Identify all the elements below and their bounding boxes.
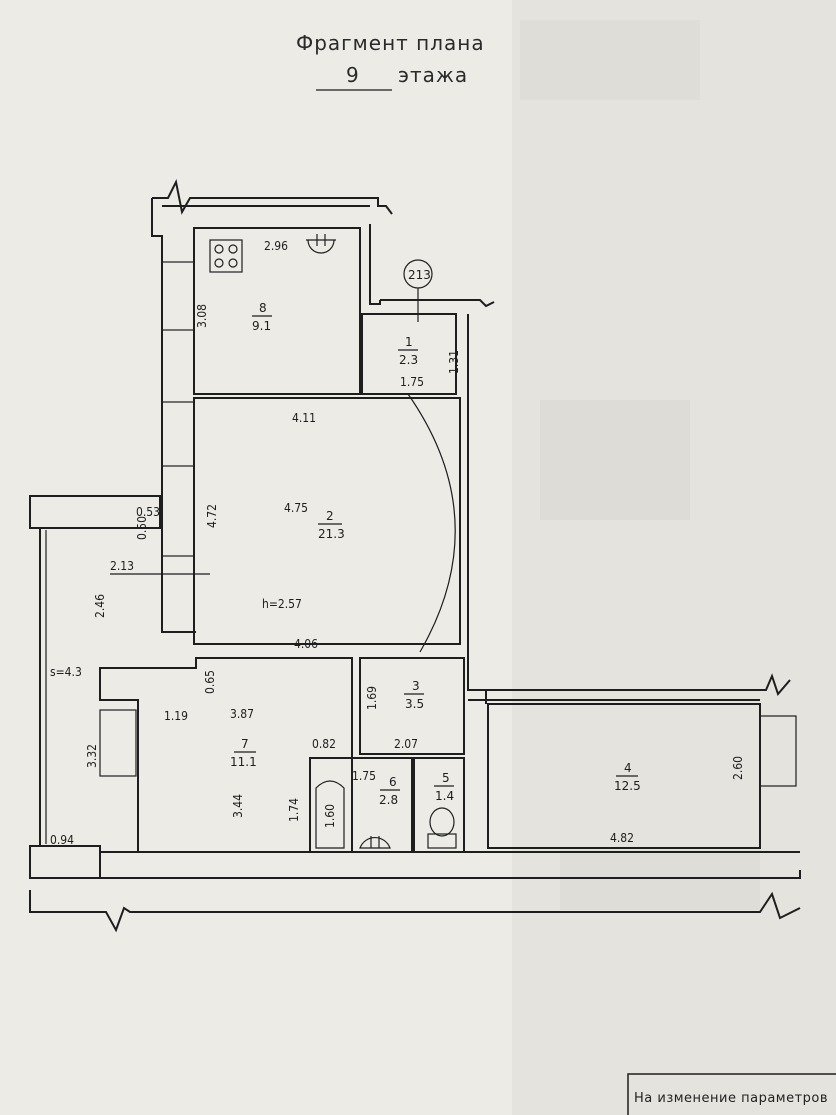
sink-icon <box>306 234 336 254</box>
room-number: 8 <box>259 301 267 315</box>
room-number: 4 <box>624 761 632 775</box>
dim-4-06: 4.06 <box>294 637 318 651</box>
dim-3-87: 3.87 <box>230 707 254 721</box>
room-area: 11.1 <box>230 755 257 769</box>
dim-1-75-top: 1.75 <box>400 375 424 389</box>
dim-1-19: 1.19 <box>164 709 188 723</box>
dim-1-69: 1.69 <box>365 686 379 710</box>
section-marker <box>403 259 433 322</box>
room-area: 3.5 <box>405 697 424 711</box>
dim-2-46: 2.46 <box>93 594 107 618</box>
room-number: 2 <box>326 509 334 523</box>
room-area: 12.5 <box>614 779 641 793</box>
dim-1-75-bottom: 1.75 <box>352 769 376 783</box>
balcony-area: s=4.3 <box>50 665 82 679</box>
dim-1-31: 1.31 <box>447 350 461 374</box>
floor-word: этажа <box>398 63 468 87</box>
room-number: 6 <box>389 775 397 789</box>
bathtub-icon <box>315 780 345 849</box>
dim-4-11: 4.11 <box>292 411 316 425</box>
section-marker-label: 213 <box>408 268 431 282</box>
dim-3-32: 3.32 <box>85 744 99 768</box>
room-4-label: 4 12.5 <box>614 761 641 793</box>
room-area: 9.1 <box>252 319 271 333</box>
dim-0-94: 0.94 <box>50 833 74 847</box>
dim-1-74: 1.74 <box>287 798 301 822</box>
room-2-label: 2 21.3 <box>318 509 345 541</box>
dim-4-82: 4.82 <box>610 831 634 845</box>
door-arc <box>407 393 456 653</box>
stamp-box: На изменение параметров <box>627 1073 836 1115</box>
dim-0-82: 0.82 <box>312 737 336 751</box>
room-area: 21.3 <box>318 527 345 541</box>
dimensions: 2.96 3.08 1.31 1.75 4.11 4.72 4.75 0.53 … <box>50 239 745 847</box>
room-1-label: 1 2.3 <box>398 335 418 367</box>
room-3-label: 3 3.5 <box>404 679 424 711</box>
room-number: 7 <box>241 737 249 751</box>
room-number: 1 <box>405 335 413 349</box>
stamp-text: На изменение параметров <box>634 1091 828 1106</box>
ceiling-height: h=2.57 <box>262 597 302 611</box>
scan-noise-strip <box>512 0 836 1115</box>
room-8-label: 8 9.1 <box>252 301 272 333</box>
room-area: 1.4 <box>435 789 454 803</box>
dim-4-72: 4.72 <box>205 504 219 528</box>
room-7-label: 7 11.1 <box>230 737 257 769</box>
room-5-label: 5 1.4 <box>434 771 454 803</box>
washbasin-icon <box>359 836 391 849</box>
dim-2-96: 2.96 <box>264 239 288 253</box>
walls <box>29 178 801 933</box>
dim-3-08: 3.08 <box>195 304 209 328</box>
dim-0-50: 0.50 <box>135 516 149 540</box>
floor-number: 9 <box>346 63 360 87</box>
dim-0-65: 0.65 <box>203 670 217 694</box>
dim-4-75: 4.75 <box>284 501 308 515</box>
dim-0-53: 0.53 <box>136 505 160 519</box>
toilet-icon <box>427 807 457 849</box>
dim-2-60: 2.60 <box>731 756 745 780</box>
plan-title: Фрагмент плана <box>296 31 485 55</box>
dim-2-13: 2.13 <box>110 559 134 573</box>
room-number: 5 <box>442 771 450 785</box>
dim-2-07: 2.07 <box>394 737 418 751</box>
room-area: 2.8 <box>379 793 398 807</box>
room-number: 3 <box>412 679 420 693</box>
dim-3-44: 3.44 <box>231 794 245 818</box>
room-6-label: 6 2.8 <box>379 775 400 807</box>
room-area: 2.3 <box>399 353 418 367</box>
stove-icon <box>209 239 243 273</box>
dim-1-60: 1.60 <box>323 804 337 828</box>
